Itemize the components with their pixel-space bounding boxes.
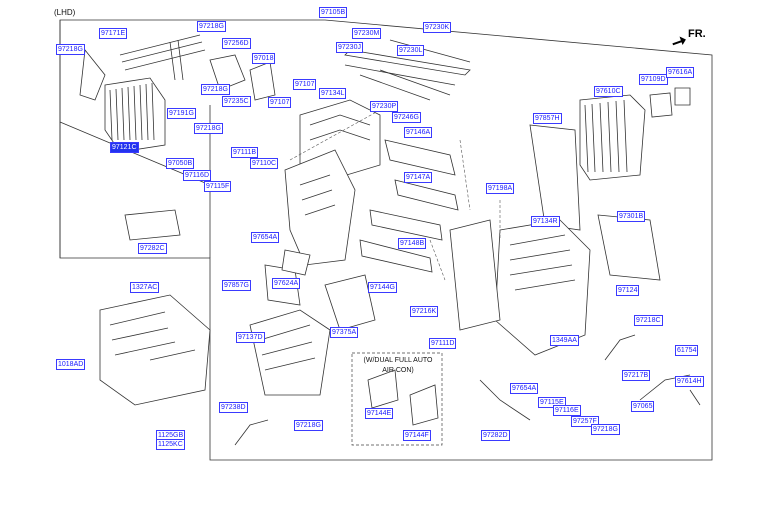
- part-label-97230P[interactable]: 97230P: [370, 101, 399, 112]
- part-label-97115F[interactable]: 97115F: [204, 181, 232, 192]
- part-label-97614H[interactable]: 97614H: [675, 376, 704, 387]
- front-direction-label: FR.: [688, 28, 706, 40]
- part-label-97375A[interactable]: 97375A: [330, 327, 359, 338]
- part-label-97115E[interactable]: 97115E: [538, 397, 566, 408]
- part-label-97301B[interactable]: 97301B: [617, 211, 646, 222]
- lhd-label: (LHD): [54, 8, 76, 17]
- filter-seals-drawing: [344, 39, 471, 101]
- part-label-97050B[interactable]: 97050B: [166, 158, 195, 169]
- part-label-97137D[interactable]: 97137D: [236, 332, 265, 343]
- left-case-drawing: [284, 149, 356, 266]
- right-case-drawing: [449, 214, 661, 356]
- part-label-97111B[interactable]: 97111B: [231, 147, 259, 158]
- part-label-97191G[interactable]: 97191G: [167, 108, 196, 119]
- part-label-97246G[interactable]: 97246G: [392, 112, 421, 123]
- part-label-97235C[interactable]: 97235C: [222, 96, 251, 107]
- hvac-assembly-overview-drawing: [99, 209, 211, 406]
- part-label-97217B[interactable]: 97217B: [622, 370, 651, 381]
- part-label-97144E[interactable]: 97144E: [365, 408, 394, 419]
- heater-core-drawing: [104, 34, 206, 153]
- part-label-97065[interactable]: 97065: [631, 401, 655, 412]
- part-label-97218C[interactable]: 97218C: [634, 315, 663, 326]
- part-label-97257F[interactable]: 97257F: [571, 416, 599, 427]
- part-label-1327AC[interactable]: 1327AC: [130, 282, 160, 293]
- part-label-97218G[interactable]: 97218G: [56, 44, 85, 55]
- part-label-97218G[interactable]: 97218G: [201, 84, 230, 95]
- part-label-97216K[interactable]: 97216K: [410, 306, 439, 317]
- part-label-97116E[interactable]: 97116E: [553, 405, 581, 416]
- part-label-97624A[interactable]: 97624A: [272, 278, 301, 289]
- dual-auto-note-box: [351, 352, 443, 446]
- part-label-97610C[interactable]: 97610C: [594, 86, 623, 97]
- part-label-97857G[interactable]: 97857G: [222, 280, 251, 291]
- note-doors-drawing: [367, 369, 439, 426]
- part-label-97171E[interactable]: 97171E: [99, 28, 128, 39]
- part-label-97134L[interactable]: 97134L: [319, 88, 347, 99]
- leader-lines: [289, 109, 501, 281]
- part-label-97218G[interactable]: 97218G: [197, 21, 226, 32]
- assembly-outline-box: [59, 19, 713, 461]
- part-label-97116D[interactable]: 97116D: [183, 170, 212, 181]
- dual-auto-note-line2: AIR CON): [382, 367, 414, 374]
- coolant-pipes-drawing: [79, 48, 276, 101]
- front-arrow-icon: [672, 36, 686, 46]
- cabin-filter-drawing: [529, 87, 691, 231]
- part-label-97282C[interactable]: 97282C: [138, 243, 167, 254]
- part-label-61754[interactable]: 61754: [675, 345, 699, 356]
- part-label-1125KC[interactable]: 1125KC: [156, 439, 185, 450]
- part-label-97105B[interactable]: 97105B: [319, 7, 348, 18]
- part-label-97238D[interactable]: 97238D: [219, 402, 248, 413]
- part-label-97144F[interactable]: 97144F: [403, 430, 431, 441]
- part-label-97218G[interactable]: 97218G: [194, 123, 223, 134]
- part-label-97124[interactable]: 97124: [616, 285, 640, 296]
- part-label-97230K[interactable]: 97230K: [423, 22, 452, 33]
- part-label-97121C[interactable]: 97121C: [110, 142, 139, 153]
- part-label-97857H[interactable]: 97857H: [533, 113, 562, 124]
- part-label-1349AA[interactable]: 1349AA: [550, 335, 579, 346]
- part-label-97198A[interactable]: 97198A: [486, 183, 515, 194]
- part-label-97144G[interactable]: 97144G: [368, 282, 397, 293]
- lower-case-drawing: [249, 249, 376, 396]
- part-label-1018AD[interactable]: 1018AD: [56, 359, 86, 370]
- part-label-97148B[interactable]: 97148B: [398, 238, 427, 249]
- part-label-97654A[interactable]: 97654A: [251, 232, 280, 243]
- part-label-97654A[interactable]: 97654A: [510, 383, 539, 394]
- part-label-97110C[interactable]: 97110C: [250, 158, 279, 169]
- part-label-97147A[interactable]: 97147A: [404, 172, 433, 183]
- part-label-97282D[interactable]: 97282D: [481, 430, 510, 441]
- part-label-97111D[interactable]: 97111D: [429, 338, 457, 349]
- part-label-97146A[interactable]: 97146A: [404, 127, 433, 138]
- part-label-97230L[interactable]: 97230L: [397, 45, 425, 56]
- dual-auto-note-line1: (W/DUAL FULL AUTO: [363, 357, 433, 364]
- part-label-97107[interactable]: 97107: [268, 97, 292, 108]
- part-label-97134R[interactable]: 97134R: [531, 216, 560, 227]
- part-label-97218G[interactable]: 97218G: [294, 420, 323, 431]
- part-label-97218G[interactable]: 97218G: [591, 424, 620, 435]
- part-label-97230J[interactable]: 97230J: [336, 42, 363, 53]
- part-label-97107[interactable]: 97107: [293, 79, 317, 90]
- part-label-97018[interactable]: 97018: [252, 53, 276, 64]
- part-label-97109D[interactable]: 97109D: [639, 74, 668, 85]
- part-label-97256D[interactable]: 97256D: [222, 38, 251, 49]
- mode-doors-drawing: [359, 139, 459, 273]
- part-label-97230M[interactable]: 97230M: [352, 28, 382, 39]
- part-label-97616A[interactable]: 97616A: [666, 67, 695, 78]
